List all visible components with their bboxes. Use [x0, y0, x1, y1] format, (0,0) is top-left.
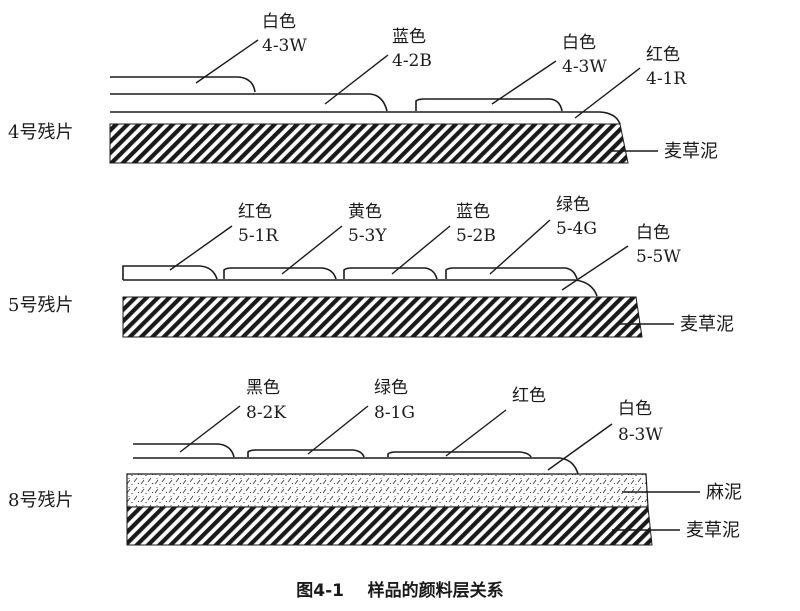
label-color-4-4: 红色 — [646, 45, 680, 65]
label-color-8-4: 白色 — [618, 399, 652, 419]
layer-red-4 — [110, 111, 621, 125]
sample-label-5: 5号残片 — [8, 295, 73, 316]
leader-8-1 — [179, 405, 241, 453]
panel-8: 8号残片 麻泥 麦草泥 黑色 8-2K 绿色 8-1G 红色 白色 8-3W — [8, 378, 742, 546]
label-code-4-4: 4-1R — [646, 69, 687, 89]
layer-red-8 — [387, 451, 532, 458]
ground-label-5: 麦草泥 — [680, 314, 734, 335]
leader-5-5 — [561, 245, 629, 291]
layer-red-5 — [122, 265, 218, 280]
leader-5-4 — [489, 219, 551, 275]
label-color-5-1: 红色 — [238, 202, 272, 222]
ground-layer-5 — [122, 296, 643, 338]
layer-black-8 — [133, 443, 235, 458]
label-color-8-2: 绿色 — [374, 378, 408, 398]
label-color-5-2: 黄色 — [348, 202, 382, 222]
layer-yellow-5 — [223, 267, 337, 280]
leader-8-2 — [307, 405, 369, 455]
label-code-5-1: 5-1R — [238, 226, 279, 246]
layer-green-5 — [445, 267, 578, 280]
label-code-8-1: 8-2K — [246, 403, 286, 423]
label-code-4-2: 4-2B — [392, 51, 432, 71]
label-color-5-4: 绿色 — [556, 195, 590, 215]
leader-8-3 — [445, 409, 507, 457]
leader-5-3 — [391, 225, 451, 275]
leader-4-4 — [574, 67, 641, 119]
label-code-4-3: 4-3W — [562, 57, 607, 77]
sample-label-8: 8号残片 — [8, 490, 73, 511]
label-color-8-1: 黑色 — [246, 378, 280, 398]
leader-8-4 — [547, 423, 613, 471]
label-code-4-1: 4-3W — [262, 36, 307, 56]
leader-4-2 — [324, 54, 389, 105]
label-code-5-3: 5-2B — [456, 226, 496, 246]
label-code-5-5: 5-5W — [636, 247, 681, 267]
layer-green-8 — [247, 449, 365, 458]
layer-white-4a — [110, 76, 256, 93]
label-color-4-2: 蓝色 — [392, 27, 426, 47]
sample-label-4: 4号残片 — [8, 122, 73, 143]
ground-layer-8 — [126, 506, 653, 546]
panel-4: 4号残片 麦草泥 白色 4-3W 蓝色 4-2B 白色 4-3W 红色 4-1R — [8, 12, 718, 164]
label-code-5-2: 5-3Y — [348, 226, 387, 246]
leader-5-1 — [169, 225, 233, 271]
label-color-5-5: 白色 — [636, 223, 670, 243]
layer-white-5 — [123, 279, 598, 297]
layer-white-4b — [415, 98, 563, 112]
label-color-4-1: 白色 — [262, 12, 296, 32]
label-code-8-4: 8-3W — [618, 425, 663, 445]
label-code-5-4: 5-4G — [556, 219, 597, 239]
leader-5-2 — [281, 225, 343, 275]
middle-label-8: 麻泥 — [706, 482, 742, 503]
layer-blue-5 — [343, 267, 438, 280]
figure-caption: 图4-1 样品的颜料层关系 — [296, 580, 503, 601]
ground-label-4: 麦草泥 — [664, 141, 718, 162]
label-color-5-3: 蓝色 — [456, 202, 490, 222]
label-color-4-3: 白色 — [562, 33, 596, 53]
panel-5: 5号残片 麦草泥 红色 5-1R 黄色 5-3Y 蓝色 5-2B 绿色 5-4G… — [8, 195, 734, 338]
leader-4-1 — [195, 39, 259, 84]
ground-label-8: 麦草泥 — [686, 520, 740, 541]
layer-blue-4 — [110, 93, 388, 112]
middle-layer-8 — [126, 473, 649, 508]
label-code-8-2: 8-1G — [374, 403, 415, 423]
layer-base-8 — [133, 457, 579, 475]
ground-layer-4 — [109, 123, 629, 164]
leader-4-3 — [491, 60, 557, 105]
label-color-8-3: 红色 — [512, 386, 546, 406]
